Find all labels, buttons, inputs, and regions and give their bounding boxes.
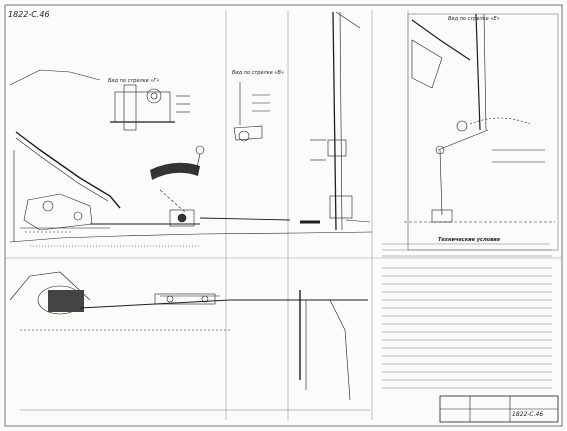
bottom-plan-view	[9, 271, 370, 411]
view-v-label: Вид по стрелке «В»	[232, 70, 285, 76]
detail-view-g	[110, 84, 190, 131]
view-g-label: Вид по стрелке «Г»	[108, 78, 160, 84]
title-block	[439, 395, 559, 423]
notes-heading: Технические условия	[438, 237, 500, 243]
detail-view-v	[233, 82, 270, 142]
top-right-assembly-view	[404, 13, 559, 251]
sheet-id-label: 1822-С.46	[8, 10, 50, 19]
stamp-number: 1822-С.46	[512, 411, 544, 418]
technical-notes-lines	[382, 243, 552, 389]
sheet-border	[4, 4, 563, 427]
top-left-section-view	[9, 69, 373, 247]
vertical-column-assembly	[300, 11, 371, 231]
view-e-label: Вид по стрелке «Е»	[448, 16, 500, 22]
